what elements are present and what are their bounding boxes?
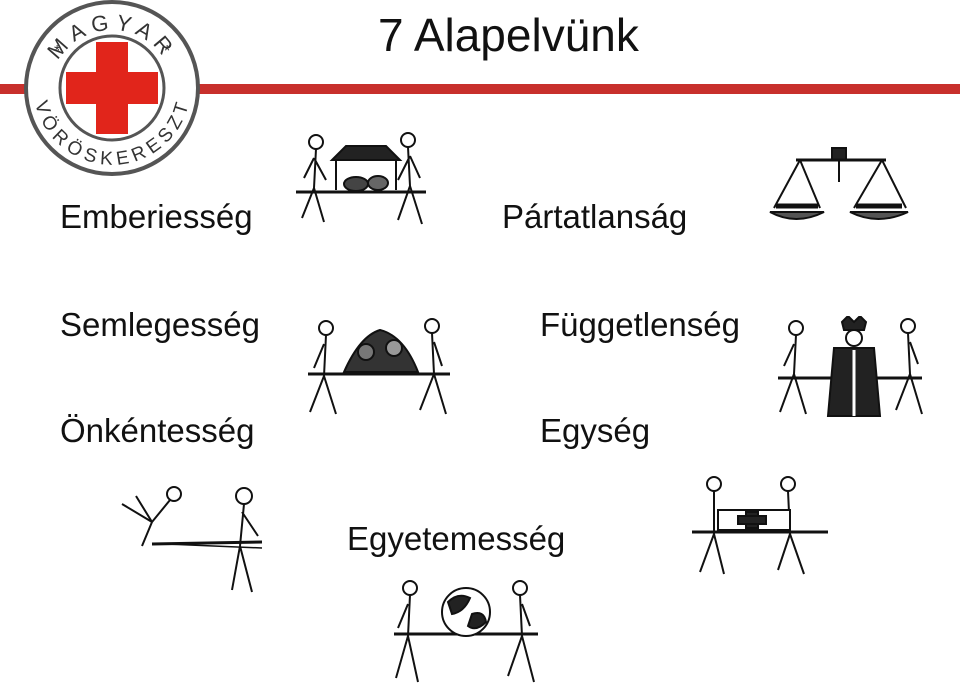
stretcher-volunteer-illustration <box>121 486 263 593</box>
svg-text:*: * <box>164 43 170 60</box>
principle-label-neutrality: Semlegesség <box>60 306 260 343</box>
stretcher-soldiers-illustration <box>308 318 450 415</box>
hungarian-red-cross-logo: MAGYAR VÖRÖSKERESZT * * <box>24 0 200 176</box>
page-title: 7 Alapelvünk <box>378 9 639 61</box>
principle-label-voluntary-service: Önkéntesség <box>60 412 255 449</box>
principle-label-humanity: Emberiesség <box>60 198 253 235</box>
principle-label-independence: Függetlenség <box>540 306 740 343</box>
stretcher-red-cross-illustration <box>692 476 828 575</box>
principle-label-impartiality: Pártatlanság <box>502 198 688 235</box>
stretcher-king-illustration <box>778 316 923 417</box>
balance-scale-illustration <box>769 147 909 220</box>
principle-label-universality: Egyetemesség <box>347 520 566 557</box>
svg-text:*: * <box>54 43 60 60</box>
stretcher-market-stall-illustration <box>296 132 426 225</box>
header-accent-line <box>0 84 960 94</box>
stretcher-globe-illustration <box>394 580 538 683</box>
principle-label-unity: Egység <box>540 412 651 449</box>
